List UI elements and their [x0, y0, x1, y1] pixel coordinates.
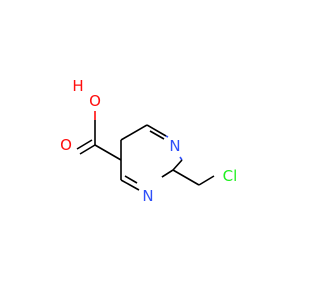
- chloromethyl-group: [172, 169, 215, 186]
- bond-n1-c6-inner: [124, 175, 138, 184]
- atom-n3: N: [169, 137, 180, 155]
- bond-ccooh-o-2: [76, 139, 93, 150]
- atom-oh-h: H: [72, 77, 83, 95]
- atom-cl: Cl: [223, 167, 238, 185]
- atom-oh-o: O: [89, 92, 101, 110]
- bond-n1-c6: [120, 179, 140, 191]
- atom-o-carbonyl: O: [60, 136, 72, 154]
- bond-c2-n1-b: [161, 169, 174, 178]
- pyrimidine-ring: [120, 124, 183, 191]
- bond-c5-ccooh: [94, 144, 122, 161]
- atom-n1: N: [142, 187, 153, 205]
- bond-c2-ch2: [172, 169, 200, 186]
- bond-ch2-cl: [198, 175, 215, 186]
- bond-n3-c2-n: [179, 156, 183, 161]
- bond-c5-c4: [120, 124, 148, 141]
- bond-c4-n3: [146, 124, 167, 137]
- molecule-structure: O H O N N Cl: [60, 77, 238, 205]
- carboxylic-acid-group: [76, 111, 122, 161]
- bond-ccooh-o: [79, 144, 96, 155]
- bond-c4-n3-n: [165, 135, 169, 138]
- bond-n3-c2: [172, 159, 183, 171]
- atom-oh: O H: [72, 77, 101, 110]
- bond-c4-n3-inner: [149, 130, 165, 140]
